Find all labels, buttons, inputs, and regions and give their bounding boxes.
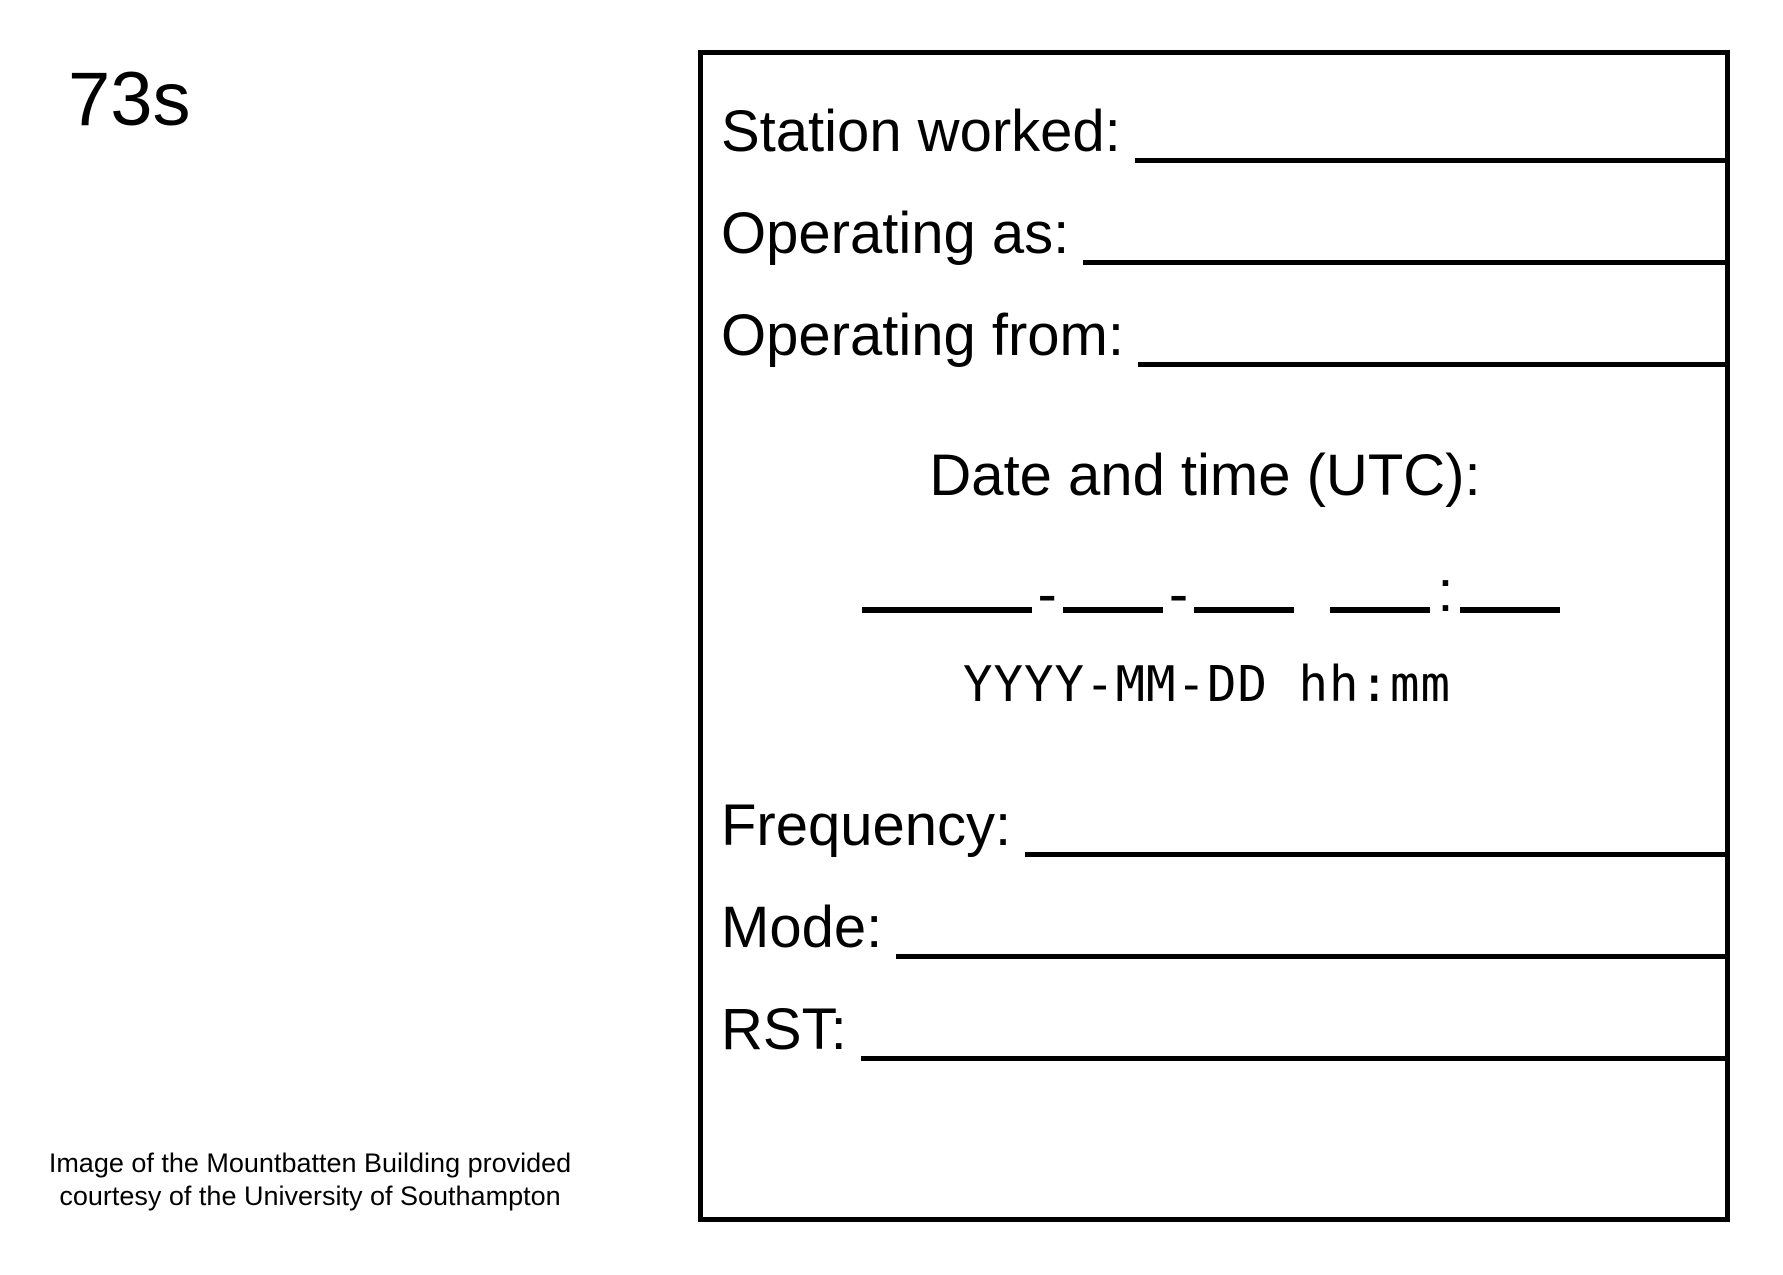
station-worked-input[interactable] [1134,158,1725,163]
field-row-station-worked: Station worked: [703,99,1725,164]
date-month-input[interactable] [1062,573,1163,613]
mode-input[interactable] [896,954,1725,959]
operating-from-input[interactable] [1137,362,1725,367]
date-separator-1: - [1037,561,1057,627]
operating-as-input[interactable] [1083,260,1725,265]
field-row-operating-as: Operating as: [703,201,1725,266]
log-entry-form: Station worked: Operating as: Operating … [698,50,1730,1222]
date-day-input[interactable] [1194,573,1295,613]
time-minute-input[interactable] [1460,573,1561,613]
photo-credit-line-1: Image of the Mountbatten Building provid… [48,1148,572,1178]
rst-label: RST: [721,997,847,1062]
date-year-input[interactable] [861,573,1032,613]
operating-as-label: Operating as: [721,201,1070,266]
greeting-text: 73s [68,57,191,142]
field-row-operating-from: Operating from: [703,303,1725,368]
field-row-mode: Mode: [703,895,1725,960]
operating-from-label: Operating from: [721,303,1124,368]
time-hour-input[interactable] [1330,573,1431,613]
date-time-input-group: - - : [703,559,1725,627]
frequency-label: Frequency: [721,793,1012,858]
photo-credit: Image of the Mountbatten Building provid… [0,1147,620,1213]
date-time-format-hint: YYYY-MM-DD hh:mm [962,656,1451,713]
date-time-gap [1294,577,1330,613]
photo-credit-line-2: courtesy of the University of Southampto… [59,1180,561,1211]
date-time-heading: Date and time (UTC): [929,443,1481,508]
station-worked-label: Station worked: [721,99,1121,164]
mode-label: Mode: [721,895,883,960]
time-separator-colon: : [1437,559,1454,624]
date-separator-2: - [1168,561,1189,627]
frequency-input[interactable] [1025,852,1725,857]
field-row-rst: RST: [703,997,1725,1062]
left-column: 73s Image of the Mountbatten Building pr… [0,0,640,1275]
rst-input[interactable] [860,1056,1725,1061]
field-row-frequency: Frequency: [703,793,1725,858]
